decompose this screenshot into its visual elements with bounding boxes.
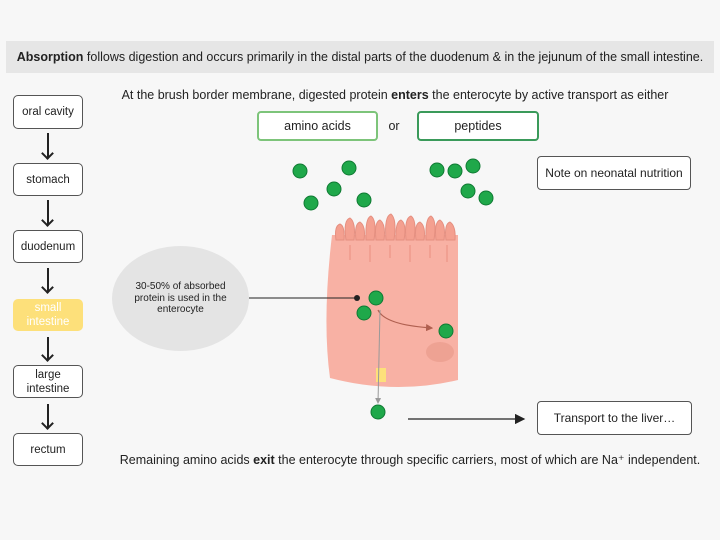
arrow-down-icon bbox=[47, 133, 49, 157]
arrow-down-icon bbox=[47, 268, 49, 291]
intro-text: At the brush border membrane, digested p… bbox=[110, 88, 680, 102]
flow-large-intestine[interactable]: large intestine bbox=[13, 365, 83, 398]
intro-pre: At the brush border membrane, digested p… bbox=[121, 88, 392, 102]
flow-stomach[interactable]: stomach bbox=[13, 163, 83, 196]
brush-border-microvilli bbox=[335, 213, 456, 241]
basolateral-carrier bbox=[376, 368, 386, 382]
enterocyte-cell bbox=[326, 235, 458, 388]
intro-post: the enterocyte by active transport as ei… bbox=[428, 88, 669, 102]
footer-post: the enterocyte through specific carriers… bbox=[274, 453, 701, 467]
amino-acids-box[interactable]: amino acids bbox=[257, 111, 378, 141]
or-label: or bbox=[388, 119, 400, 133]
absorption-banner: Absorption follows digestion and occurs … bbox=[6, 41, 714, 73]
flow-duodenum[interactable]: duodenum bbox=[13, 230, 83, 263]
amino-acid-particles bbox=[292, 158, 494, 420]
absorption-description: follows digestion and occurs primarily i… bbox=[83, 50, 704, 64]
arrow-down-icon bbox=[47, 404, 49, 427]
usage-text: 30-50% of absorbed protein is used in th… bbox=[134, 281, 227, 316]
flow-rectum[interactable]: rectum bbox=[13, 433, 83, 466]
peptides-box[interactable]: peptides bbox=[417, 111, 539, 141]
intro-bold: enters bbox=[391, 88, 429, 102]
footer-pre: Remaining amino acids bbox=[119, 453, 254, 467]
transport-liver-button[interactable]: Transport to the liver… bbox=[537, 401, 692, 435]
neonatal-note-button[interactable]: Note on neonatal nutrition bbox=[537, 156, 691, 190]
footer-text: Remaining amino acids exit the enterocyt… bbox=[110, 452, 710, 467]
flow-oral-cavity[interactable]: oral cavity bbox=[13, 95, 83, 129]
arrow-down-icon bbox=[47, 200, 49, 224]
enterocyte-usage-bubble: 30-50% of absorbed protein is used in th… bbox=[112, 246, 249, 351]
absorption-term: Absorption bbox=[16, 50, 84, 64]
arrow-down-icon bbox=[47, 337, 49, 359]
flow-small-intestine[interactable]: small intestine bbox=[13, 299, 83, 331]
footer-bold: exit bbox=[253, 453, 275, 467]
